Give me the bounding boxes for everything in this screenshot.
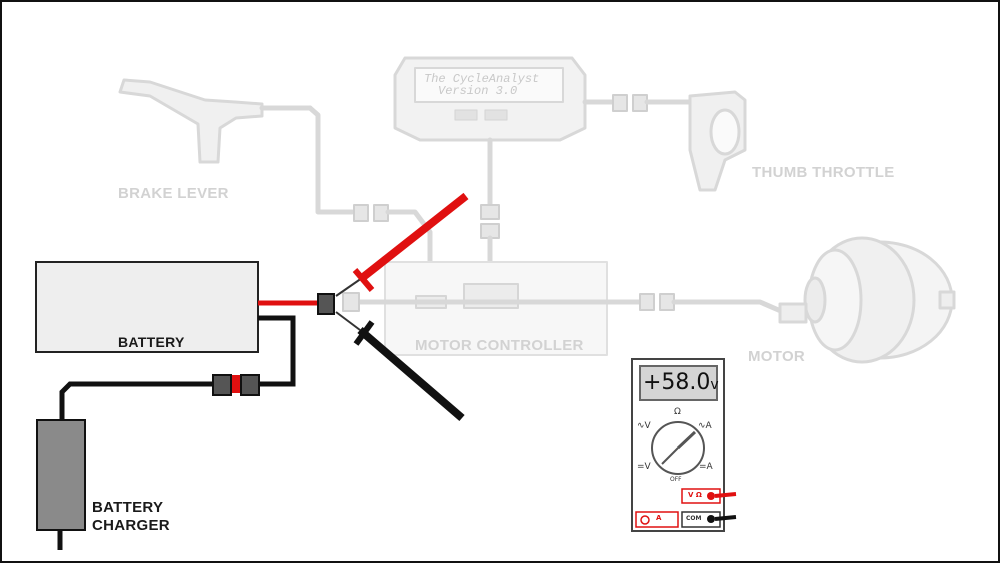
dial-acv-label: ∿V [637,421,651,431]
thumb-throttle-icon [688,90,747,192]
multimeter-lcd [639,365,718,401]
display-button-left [454,109,478,121]
dial-dcv-label: =V [637,462,651,472]
brake-connector [353,204,389,222]
brake-lever-label: BRAKE LEVER [118,185,229,202]
charger-box [36,419,86,531]
cycle-analyst-line2: Version 3.0 [438,84,518,98]
motor-controller-label: MOTOR CONTROLLER [415,337,584,354]
motor-label: MOTOR [748,348,806,365]
black-probe [335,311,465,422]
multimeter-reading: +58.0v [643,370,719,395]
battery-charge-wire [258,315,296,387]
charger-wire [59,381,213,420]
dial-dca-label: =A [699,462,713,472]
port-a-label: A [656,514,662,522]
charger-label-line1: BATTERY [92,499,164,516]
motor-connector [639,293,675,311]
hub-motor-icon [778,236,956,364]
battery-connector [317,293,335,315]
red-probe [335,192,469,297]
dial-aca-label: ∿A [698,421,712,431]
cycle-analyst-line1: The CycleAnalyst [424,72,540,86]
multimeter [631,358,737,532]
reading-unit: v [710,377,719,393]
brake-lever-icon [118,78,313,164]
port-com-label: COM [686,515,702,522]
throttle-connector [612,94,648,112]
battery-box [35,261,259,353]
dial-ohm-label: Ω [674,407,681,417]
battery-label: BATTERY [118,334,185,350]
lcd-screen [414,67,564,103]
port-vohm-label: V Ω [688,491,702,499]
display-button-right [484,109,508,121]
controller-input-connector [342,292,360,312]
brake-wire [307,105,355,215]
reading-value: +58.0 [643,370,711,395]
charger-label-line2: CHARGER [92,517,170,534]
dial-off-label: OFF [670,476,682,483]
charger-connector [212,374,260,396]
faded-system [118,56,956,364]
display-connector [480,204,500,239]
cycle-analyst-display [393,56,587,142]
thumb-throttle-label: THUMB THROTTLE [752,164,895,181]
